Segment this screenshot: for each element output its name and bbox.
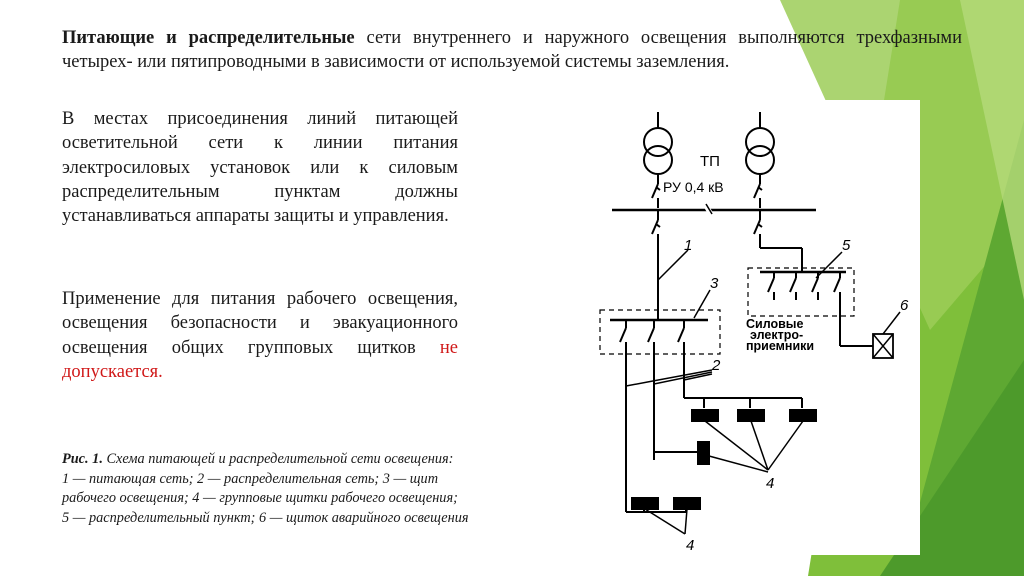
label-power-1: Силовые [746,317,803,331]
distribution-point-box [747,267,855,317]
lighting-panel-box [599,309,721,355]
label-3: 3 [710,275,719,292]
caption-line1: Схема питающей и распределительной сети … [102,451,454,467]
label-4a: 4 [766,475,774,492]
caption-line4: 5 — распределительный пункт; 6 — щиток а… [62,509,469,526]
label-ru: РУ 0,4 кВ [663,179,724,195]
heading-bold: Питающие и распределительные [62,28,355,48]
label-6: 6 [900,297,909,314]
caption-line2: 1 — питающая сеть; 2 — распределительная… [62,470,439,487]
label-5: 5 [842,237,851,254]
group-panel-5 [631,497,659,510]
caption-label: Рис. 1. [62,451,103,467]
caption-line3: рабочего освещения; 4 — групповые щитки … [62,490,458,506]
label-power-2: электро- [750,328,803,342]
figure-caption: Рис. 1. Схема питающей и распределительн… [62,450,562,528]
group-panel-1 [691,409,719,422]
label-tp: ТП [700,153,720,170]
transformer-left [643,112,673,184]
label-2: 2 [711,357,721,374]
group-panel-6 [673,497,701,510]
heading-rest: сети внутреннего и наружного освещения в… [62,28,962,72]
caption-title: Рис. 1. Схема питающей и распределительн… [62,450,562,470]
paragraph-prohibition-red: не допускается. [62,337,458,382]
transformer-right [745,112,775,184]
group-panel-2 [737,409,765,422]
paragraph-prohibition-main: Применение для питания рабочего освещени… [62,289,458,358]
label-4b: 4 [686,537,694,554]
group-panel-3 [789,409,817,422]
label-1: 1 [684,237,692,254]
label-power-3: приемники [746,339,814,353]
lighting-network-diagram: ТП РУ 0,4 кВ 1 5 Силовые элект [560,100,920,555]
slide-heading: Питающие и распределительные сети внутре… [62,26,962,74]
paragraph-protection: В местах присоединения линий питающей ос… [62,109,458,227]
group-panel-4 [697,441,710,465]
paragraph-prohibition: Применение для питания рабочего освещени… [62,287,458,384]
